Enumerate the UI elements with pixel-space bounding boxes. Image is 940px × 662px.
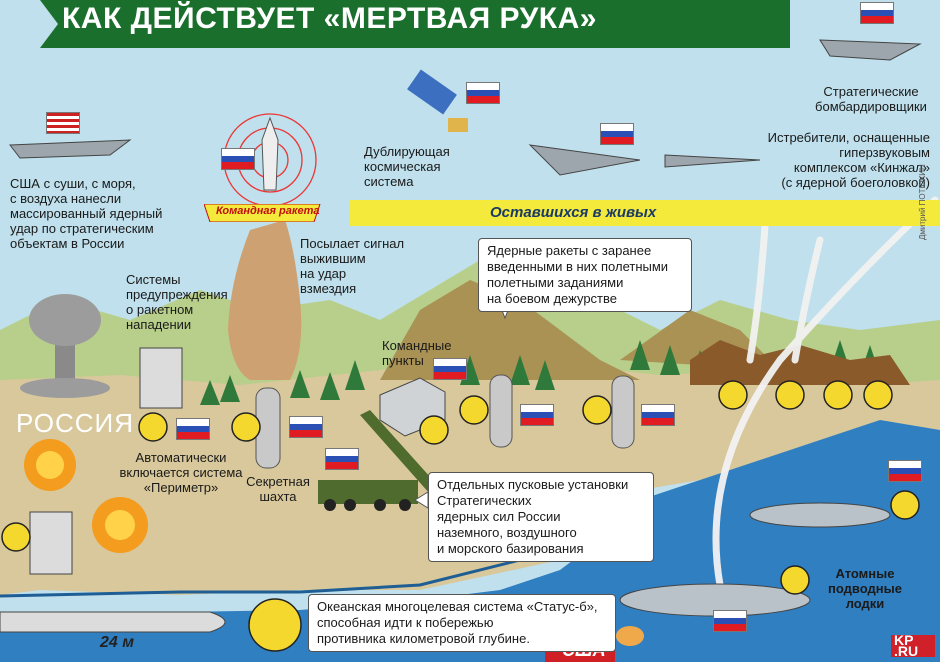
russia-flag-icon — [466, 82, 500, 104]
author-credit: Дмитрий ПОТЮКИН — [918, 164, 927, 240]
russia-flag-icon — [176, 418, 210, 440]
russia-flag-icon — [713, 610, 747, 632]
page-title: КАК ДЕЙСТВУЕТ «МЕРТВАЯ РУКА» — [62, 2, 597, 35]
nuclear-explosion — [20, 294, 110, 398]
title-banner — [40, 0, 790, 48]
kp-logo: KP.RU — [891, 633, 935, 658]
usa-flag-icon — [46, 112, 80, 134]
survivors-band: Оставшихся в живых — [350, 200, 940, 226]
russia-flag-icon — [221, 148, 255, 170]
status6-callout: Океанская многоцелевая система «Статус-б… — [308, 594, 616, 652]
command-rocket-label: Командная ракета — [216, 205, 320, 217]
length-label: 24 м — [100, 634, 135, 651]
russia-flag-icon — [860, 2, 894, 24]
russia-flag-icon — [520, 404, 554, 426]
russia-flag-icon — [433, 358, 467, 380]
russia-flag-icon — [600, 123, 634, 145]
satellite — [407, 69, 468, 132]
command-rocket-tag: Командная ракета — [203, 203, 324, 223]
russia-label: РОССИЯ — [16, 408, 135, 438]
mobile-launcher — [318, 410, 440, 511]
russia-flag-icon — [641, 404, 675, 426]
russia-flag-icon — [289, 416, 323, 438]
survivors-label: Оставшихся в живых — [490, 204, 657, 221]
russia-flag-icon — [325, 448, 359, 470]
submarine — [619, 502, 891, 617]
russia-flag-icon — [888, 460, 922, 482]
